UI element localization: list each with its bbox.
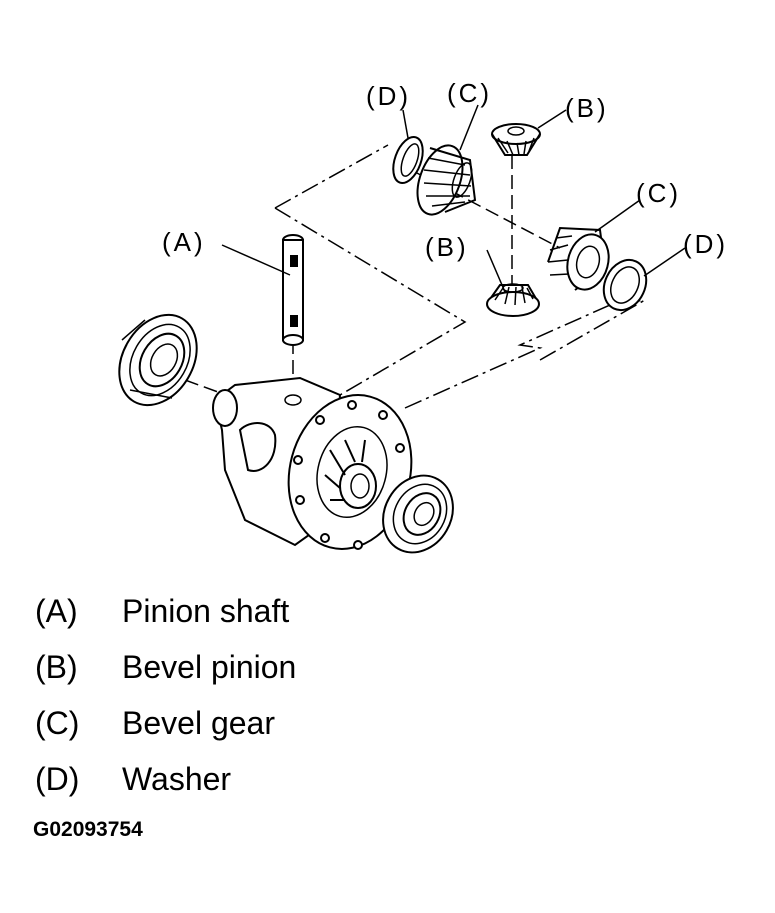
washer-left [392,136,424,184]
pinion-shaft [282,234,304,346]
legend-label: Bevel pinion [122,648,297,685]
callout-d-top: (D) [366,81,411,111]
parts-legend: (A) Pinion shaft (B) Bevel pinion (C) Be… [35,583,296,807]
differential-case [212,376,413,550]
bevel-gear-left [416,144,477,216]
callout-labels: (A) (D) (C) (B) (C) (B) (D) [162,78,728,262]
callout-b-top: (B) [565,93,609,123]
callout-c-top: (C) [447,78,492,108]
legend-label: Pinion shaft [122,592,290,629]
legend-key: (A) [35,592,78,629]
legend-key: (B) [35,648,78,685]
washer-right [602,258,648,312]
callout-c-right: (C) [636,178,681,208]
callout-b-bottom: (B) [425,232,469,262]
leader-lines [221,104,686,293]
callout-a: (A) [162,227,206,257]
legend-item-b: (B) Bevel pinion [35,639,296,695]
bevel-pinion-top [491,123,541,156]
bevel-pinion-bottom [486,283,540,317]
assembly-outline [274,144,646,409]
legend-key: (C) [35,704,80,741]
legend-key: (D) [35,760,80,797]
legend-item-d: (D) Washer [35,751,296,807]
exploded-centerlines [184,155,561,401]
legend-item-c: (C) Bevel gear [35,695,296,751]
bearing-left [118,313,198,407]
callout-d-right: (D) [683,229,728,259]
figure-id: G02093754 [33,818,143,841]
bearing-right [382,474,454,554]
legend-label: Bevel gear [122,704,275,741]
legend-label: Washer [122,760,232,797]
legend-item-a: (A) Pinion shaft [35,583,296,639]
bevel-gear-right [547,226,610,291]
